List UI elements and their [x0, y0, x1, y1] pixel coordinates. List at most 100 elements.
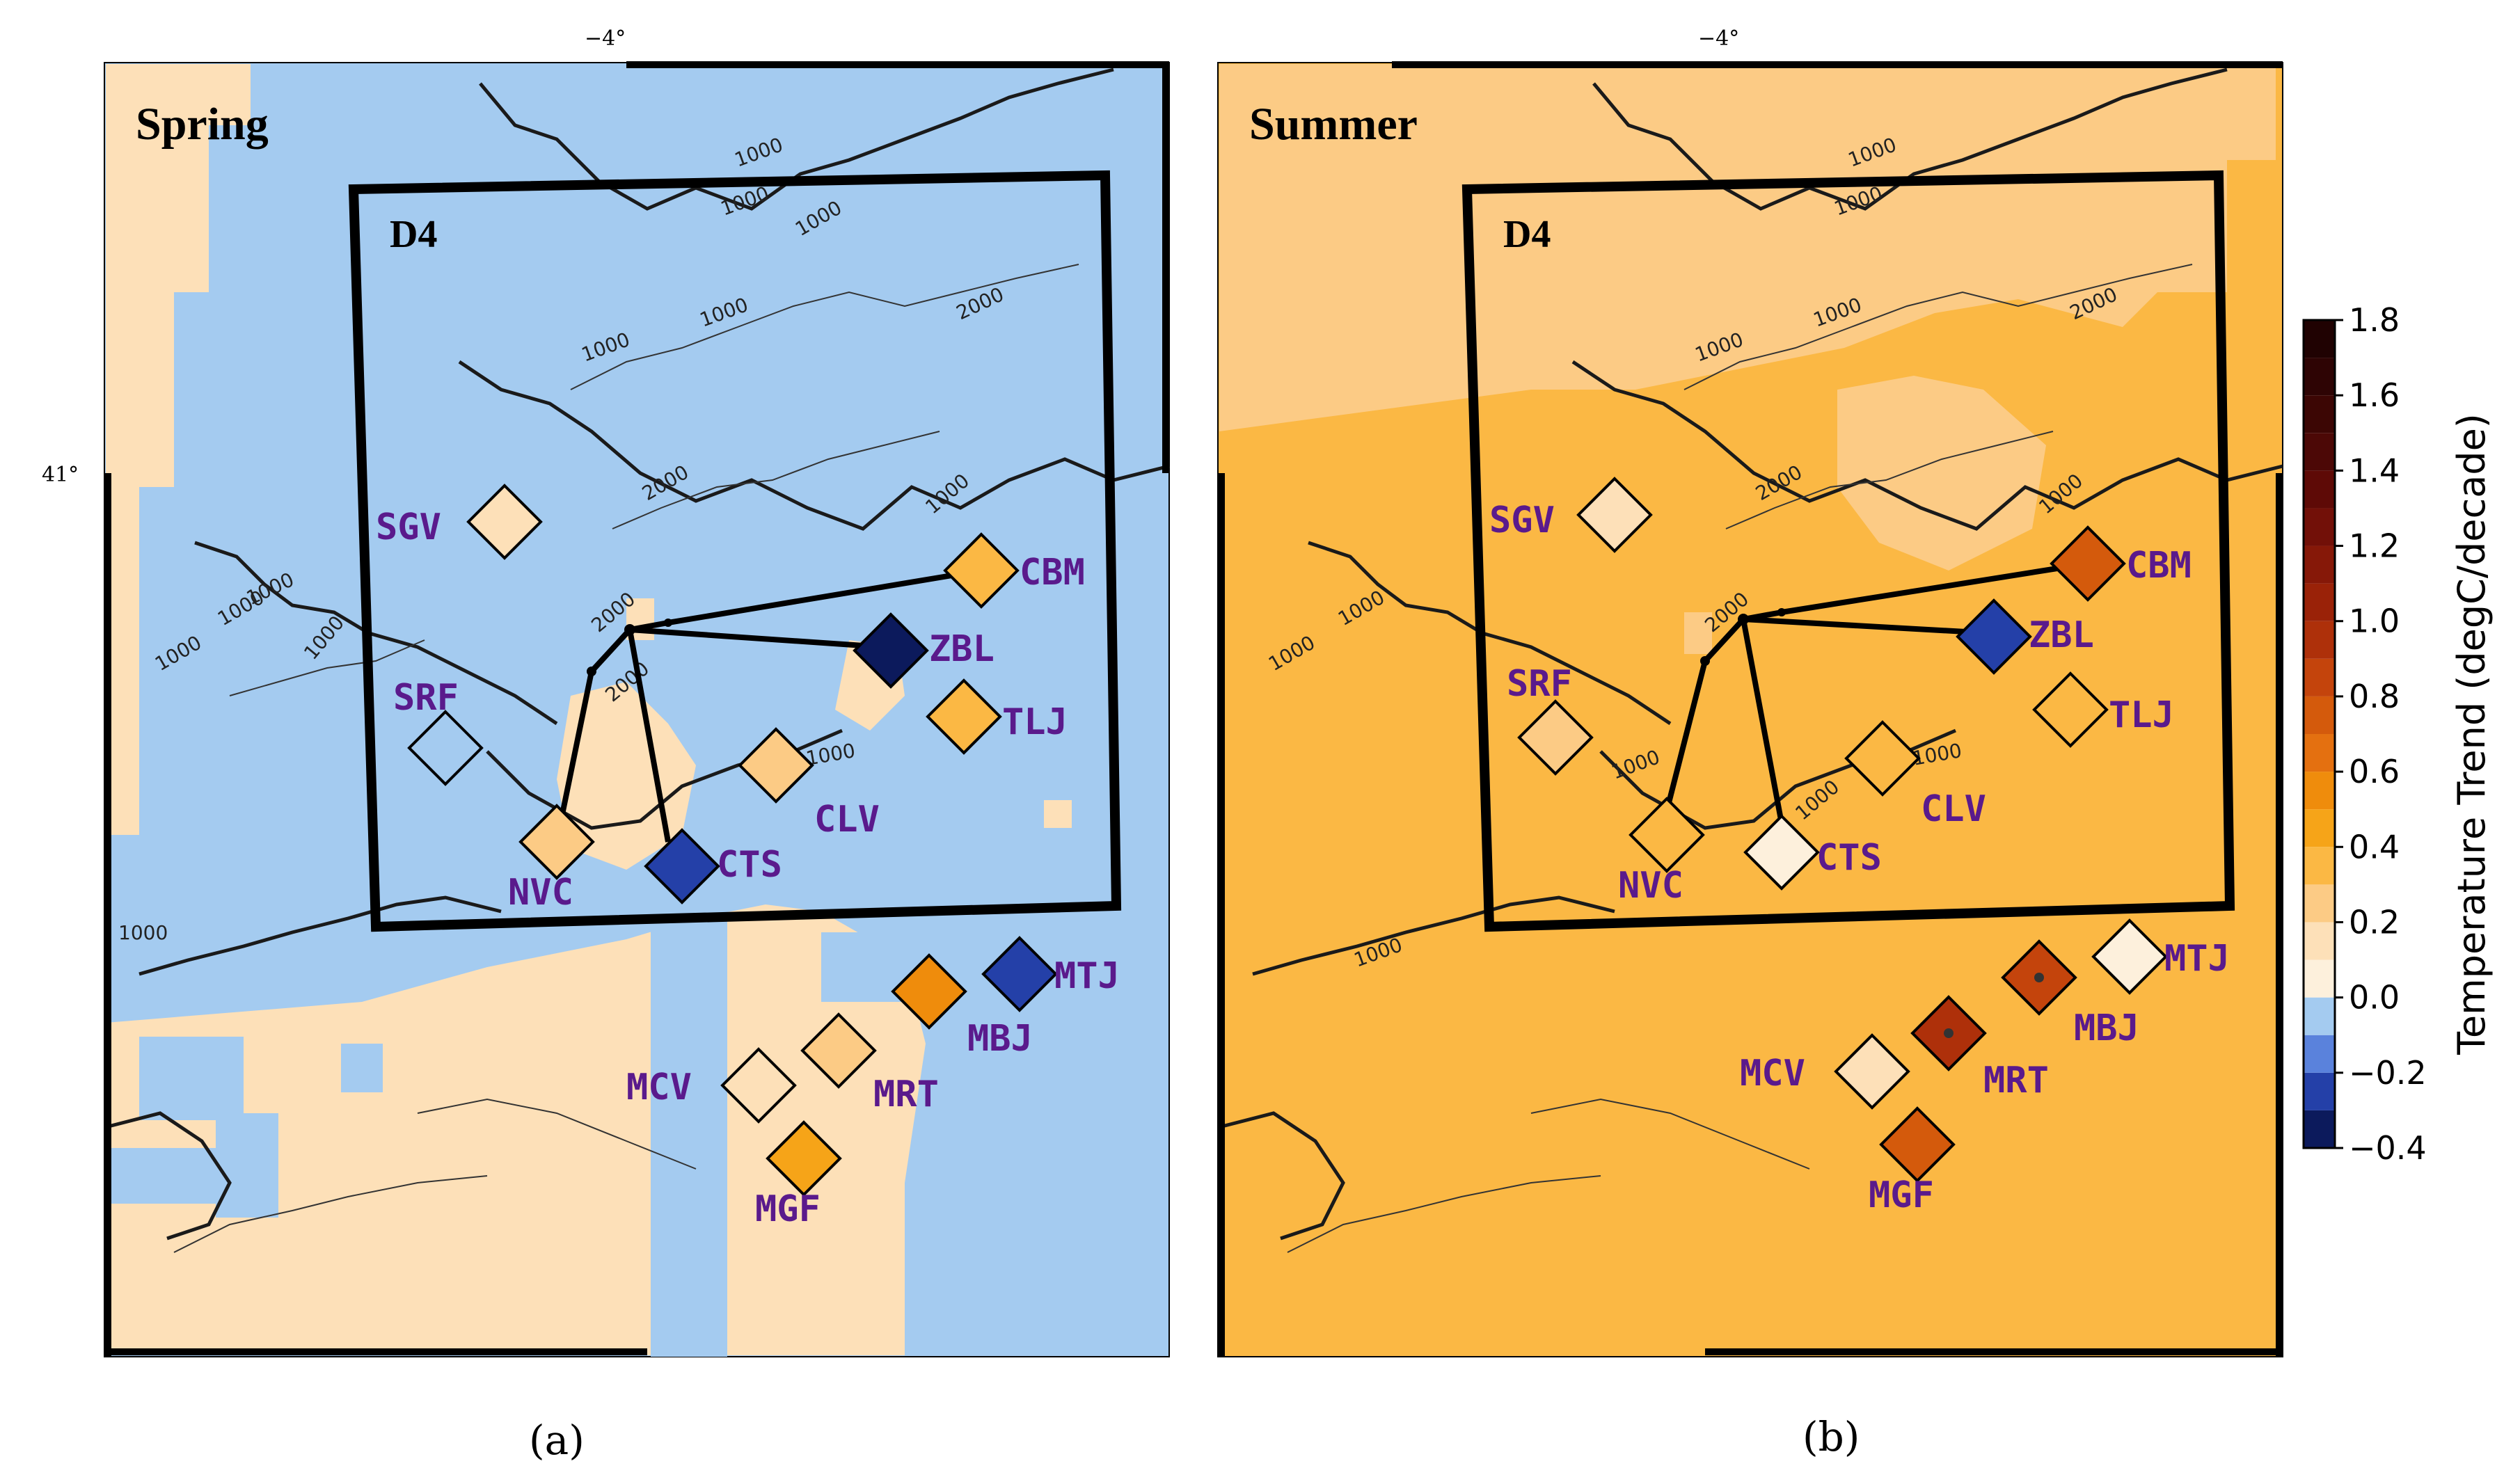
- station-marker-mtj: [2091, 918, 2168, 995]
- colorbar-bin: [2304, 847, 2335, 885]
- panel-caption: (a): [529, 1417, 585, 1464]
- panel-caption: (b): [1802, 1413, 1860, 1460]
- station-label-mcv: MCV: [1740, 1053, 1805, 1094]
- colorbar: 1.81.61.41.21.00.80.60.40.20.0−0.2−0.4 T…: [2302, 301, 2494, 1167]
- elevation-contours-thin: [173, 264, 1079, 1253]
- negative-trend-areas: [106, 918, 933, 1357]
- colorbar-bin: [2304, 433, 2335, 471]
- station-label-mtj: MTJ: [1054, 955, 1120, 997]
- colorbar-tick-label: 0.8: [2349, 678, 2400, 715]
- station-marker-srf: [407, 710, 484, 786]
- colorbar-tick-label: 1.4: [2349, 452, 2400, 489]
- domain-d4-box: [1461, 170, 2235, 932]
- colorbar-tick-label: −0.2: [2349, 1054, 2427, 1092]
- colorbar-bin: [2304, 320, 2335, 358]
- map-frame: [1218, 61, 2283, 1357]
- station-label-mbj: MBJ: [2074, 1007, 2139, 1049]
- station-label-mrt: MRT: [873, 1074, 939, 1115]
- station-connections: [1661, 561, 2089, 843]
- colorbar-bin: [2304, 1110, 2335, 1148]
- station-label-mcv: MCV: [626, 1067, 692, 1108]
- station-connections: [557, 568, 982, 843]
- station-marker-zbl: [1956, 598, 2032, 675]
- colorbar-tick-label: 0.0: [2349, 979, 2400, 1016]
- station-label-clv: CLV: [814, 799, 880, 840]
- colorbar-tick-label: −0.4: [2349, 1129, 2427, 1167]
- station-connection-nodes: [587, 619, 672, 676]
- station-label-tlj: TLJ: [2109, 694, 2174, 736]
- colorbar-bin: [2304, 395, 2335, 433]
- colorbar-bin: [2304, 884, 2335, 923]
- station-label-mgf: MGF: [755, 1188, 821, 1230]
- colorbar-bin: [2304, 583, 2335, 621]
- colorbar-bin: [2304, 621, 2335, 659]
- colorbar-bin: [2304, 772, 2335, 810]
- station-marker-mrt: [800, 1012, 877, 1089]
- elevation-contours: [1219, 67, 2283, 1241]
- station-label-sgv: SGV: [1489, 500, 1555, 541]
- station-label-sgv: SGV: [376, 507, 441, 548]
- lon-tick-label: −4°: [585, 26, 626, 51]
- colorbar-tick-label: 1.6: [2349, 376, 2400, 414]
- station-label-tlj: TLJ: [1002, 701, 1068, 743]
- station-marker-srf: [1517, 699, 1594, 776]
- domain-label: D4: [1503, 213, 1551, 256]
- lon-tick-label: −4°: [1698, 26, 1739, 51]
- station-label-mrt: MRT: [1983, 1060, 2049, 1101]
- station-significance-dot: [2034, 973, 2044, 982]
- station-label-srf: SRF: [393, 677, 459, 719]
- domain-label: D4: [390, 213, 437, 256]
- colorbar-bin: [2304, 508, 2335, 546]
- station-connection-nodes: [1700, 608, 1786, 666]
- colorbar-bins: [2304, 320, 2335, 1148]
- station-marker-sgv: [1576, 477, 1653, 553]
- station-label-mbj: MBJ: [967, 1018, 1033, 1060]
- station-label-zbl: ZBL: [929, 628, 994, 670]
- lighter-trend-areas: [1219, 64, 2276, 654]
- station-label-nvc: NVC: [508, 872, 573, 914]
- station-marker-clv: [1844, 720, 1921, 797]
- colorbar-bin: [2304, 922, 2335, 960]
- colorbar-bin: [2304, 358, 2335, 396]
- colorbar-tick-label: 0.4: [2349, 828, 2400, 866]
- colorbar-bin: [2304, 470, 2335, 509]
- station-marker-tlj: [926, 678, 1002, 755]
- station-marker-mtj: [981, 936, 1058, 1012]
- colorbar-bin: [2304, 658, 2335, 696]
- colorbar-bin: [2304, 696, 2335, 734]
- colorbar-tick-label: 0.6: [2349, 753, 2400, 790]
- colorbar-bin: [2304, 545, 2335, 584]
- station-marker-cbm: [2050, 525, 2126, 602]
- station-marker-cts: [1743, 814, 1820, 891]
- station-label-cbm: CBM: [1020, 552, 1085, 593]
- colorbar-bin: [2304, 1072, 2335, 1110]
- station-marker-mcv: [1834, 1033, 1910, 1110]
- panel-spring: 1000 1000 1000 1000 1000 2000 2000 1000 …: [42, 26, 1170, 1464]
- station-marker-mgf: [766, 1120, 842, 1197]
- colorbar-bin: [2304, 959, 2335, 998]
- colorbar-tick-label: 1.0: [2349, 603, 2400, 640]
- panel-summer: 1000 1000 1000 1000 2000 2000 1000 1000 …: [1217, 26, 2283, 1460]
- map-frame: [104, 61, 1169, 1357]
- station-label-mtj: MTJ: [2164, 938, 2230, 980]
- station-label-srf: SRF: [1507, 663, 1572, 705]
- station-marker-mcv: [720, 1047, 797, 1124]
- station-label-cts: CTS: [1816, 837, 1882, 879]
- station-significance-dot: [1944, 1028, 1954, 1038]
- station-marker-clv: [738, 727, 814, 804]
- colorbar-ticks: 1.81.61.41.21.00.80.60.40.20.0−0.2−0.4: [2335, 301, 2427, 1167]
- station-label-mgf: MGF: [1869, 1174, 1934, 1216]
- station-marker-cts: [644, 828, 720, 904]
- station-label-nvc: NVC: [1618, 865, 1683, 907]
- colorbar-tick-label: 0.2: [2349, 903, 2400, 941]
- colorbar-bin: [2304, 734, 2335, 772]
- station-marker-mgf: [1879, 1106, 1956, 1183]
- station-label-zbl: ZBL: [2029, 614, 2094, 656]
- colorbar-frame: [2302, 319, 2336, 1149]
- station-marker-nvc: [1629, 797, 1705, 873]
- colorbar-title: Temperature Trend (degC/decade): [2450, 413, 2494, 1055]
- season-title: Summer: [1249, 99, 1418, 150]
